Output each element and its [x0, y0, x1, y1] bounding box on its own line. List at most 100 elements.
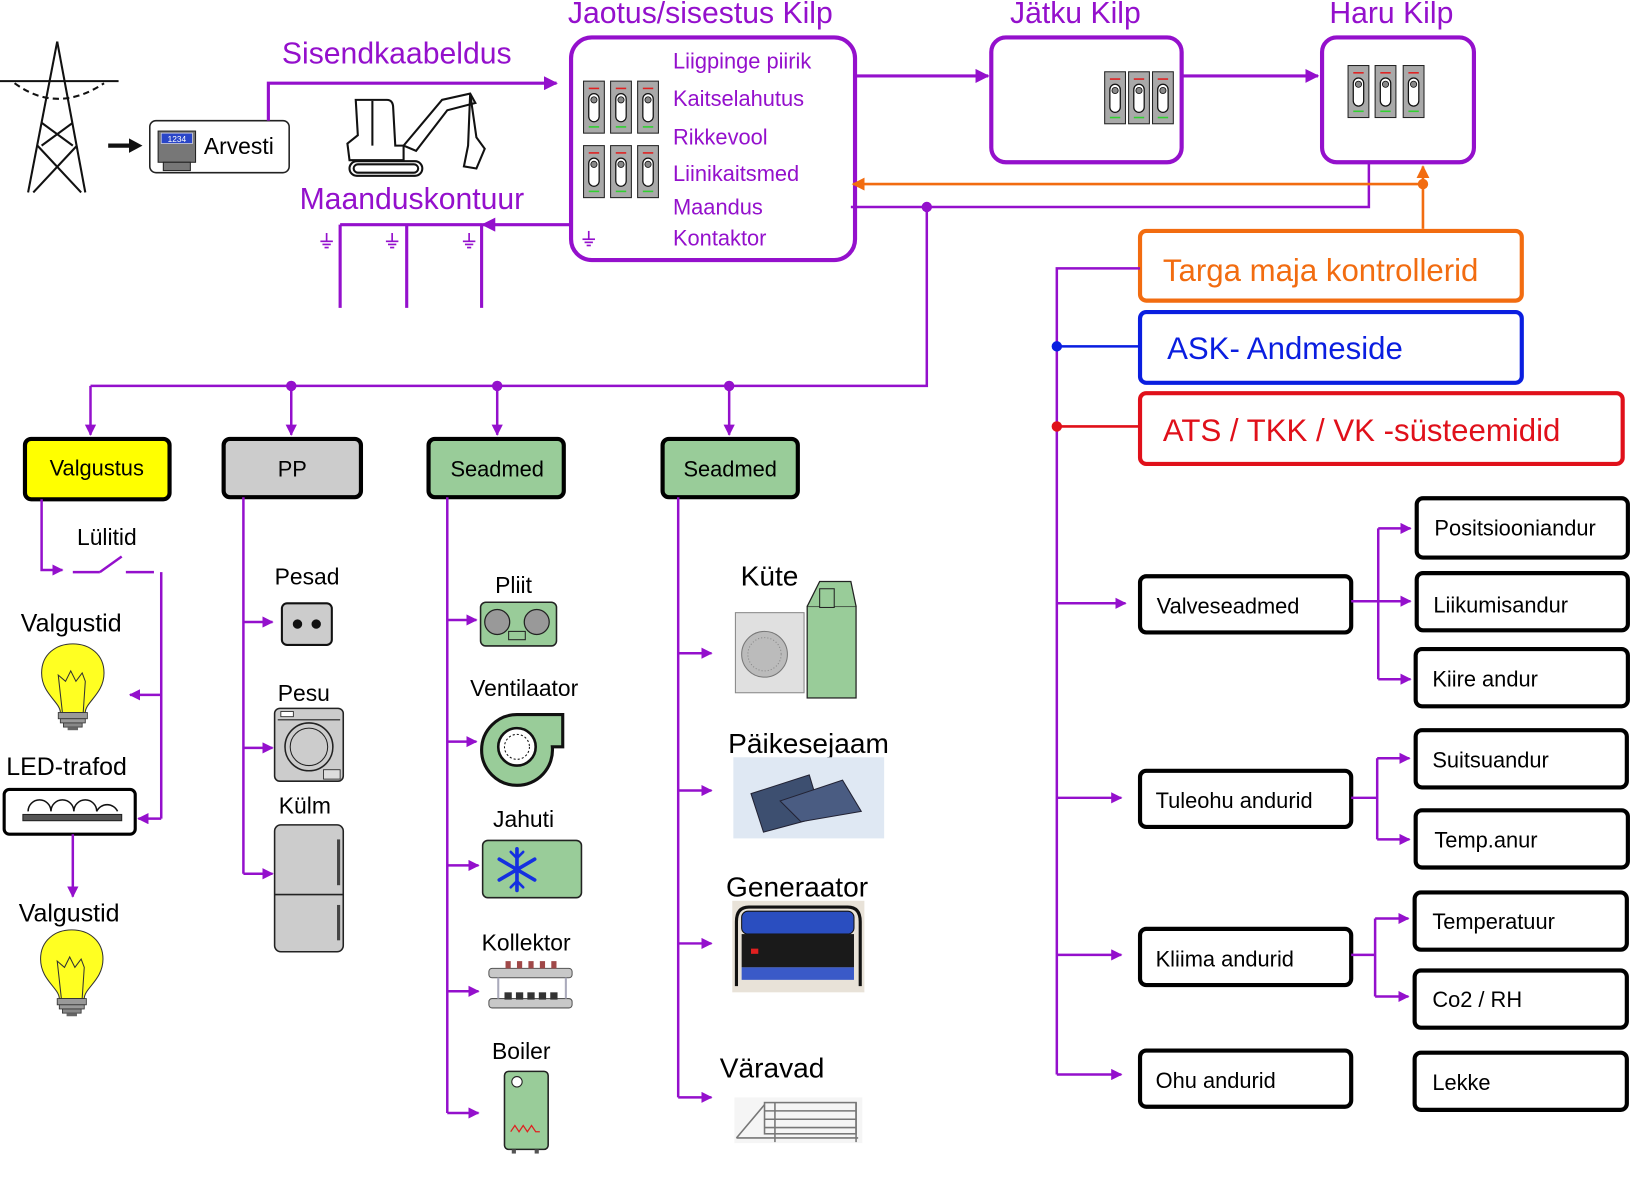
sensor-group-security[interactable]: Valveseadmed	[1137, 574, 1354, 635]
heat-pump-icon	[734, 580, 857, 699]
cooler-icon	[481, 839, 583, 899]
sensor-co2-rh[interactable]: Co2 / RH	[1412, 968, 1629, 1030]
circuit-sockets[interactable]: PP	[221, 436, 364, 500]
smart-home-controllers-box[interactable]: Targa maja kontrollerid	[1137, 228, 1524, 303]
ground-icon	[462, 232, 477, 249]
continuation-panel-title: Jätku Kilp	[1010, 0, 1141, 30]
breaker-icon	[1347, 64, 1370, 119]
sensor-label: Co2 / RH	[1432, 987, 1522, 1012]
sensor-label: Suitsuandur	[1432, 748, 1548, 773]
solar-panel-icon	[733, 757, 885, 839]
luminaires-label: Valgustid	[21, 609, 122, 637]
branch-panel-title: Haru Kilp	[1329, 0, 1453, 30]
junction-dot	[1051, 421, 1063, 432]
branch-panel[interactable]	[1319, 35, 1477, 165]
earthing-label: Maanduskontuur	[300, 183, 525, 216]
arrow-to-meter	[108, 138, 143, 153]
input-cable-line	[266, 76, 558, 121]
generator-icon	[732, 900, 865, 993]
main-panel-title: Jaotus/sisestus Kilp	[568, 0, 833, 30]
circuit-systems[interactable]: Seadmed	[660, 436, 800, 500]
switch-icon	[72, 555, 154, 574]
appliance-label: Külm	[279, 792, 331, 818]
sensor-beam[interactable]: Kiire andur	[1413, 646, 1630, 709]
sensor-smoke[interactable]: Suitsuandur	[1413, 728, 1629, 790]
sensor-label: Positsiooniandur	[1434, 516, 1595, 541]
breaker-icon	[582, 144, 606, 199]
fan-icon	[480, 713, 565, 787]
sensor-group-label: Ohu andurid	[1156, 1068, 1276, 1093]
appliance-label: Pliit	[495, 572, 533, 598]
return-line	[850, 162, 1371, 209]
junction-dot	[921, 201, 932, 213]
breaker-icon	[609, 144, 633, 199]
breaker-icon	[636, 80, 660, 134]
sensor-temperature[interactable]: Temperatuur	[1412, 890, 1629, 952]
breaker-icon	[609, 80, 633, 134]
system-label: Päikesejaam	[728, 728, 889, 759]
sensor-heat[interactable]: Temp.anur	[1413, 808, 1630, 870]
gate-icon	[734, 1097, 863, 1144]
appliance-label: Pesu	[278, 680, 330, 706]
breaker-icon	[636, 144, 660, 199]
sensor-group-fire[interactable]: Tuleohu andurid	[1137, 768, 1354, 830]
sensor-label: Lekke	[1432, 1070, 1490, 1095]
breaker-icon	[1127, 70, 1151, 125]
lighting-line	[40, 499, 64, 576]
system-label: Väravad	[720, 1053, 825, 1084]
circuit-lighting[interactable]: Valgustus	[22, 436, 172, 502]
data-comm-label: ASK- Andmeside	[1167, 331, 1403, 366]
sensor-group-label: Tuleohu andurid	[1156, 788, 1313, 813]
power-pylon-icon	[0, 41, 119, 194]
sensor-group-hazard[interactable]: Ohu andurid	[1137, 1048, 1354, 1109]
breaker-icon	[1103, 70, 1127, 125]
sensor-label: Liikumisandur	[1433, 593, 1568, 618]
ground-icon	[319, 232, 334, 249]
light-bulb-icon	[41, 643, 105, 731]
breaker-icon	[582, 80, 606, 134]
stove-icon	[479, 601, 558, 647]
appliance-label: Boiler	[492, 1038, 551, 1064]
distribution-bus	[90, 206, 929, 388]
panel-item: Liinikaitsmed	[673, 161, 799, 186]
main-panel[interactable]: Liigpinge piirik Kaitselahutus Rikkevool…	[568, 35, 858, 263]
circuit-label: Seadmed	[450, 456, 543, 481]
socket-icon	[280, 602, 333, 646]
system-label: Generaator	[726, 872, 868, 903]
circuit-appliances[interactable]: Seadmed	[426, 436, 566, 500]
smart-home-label: Targa maja kontrollerid	[1163, 253, 1478, 288]
ground-icon	[385, 232, 400, 249]
sensor-branch-line	[1351, 918, 1377, 997]
sensor-group-label: Valveseadmed	[1157, 594, 1300, 619]
sensor-branch-line	[1351, 528, 1380, 680]
sensor-position[interactable]: Positsiooniandur	[1414, 496, 1630, 560]
sensor-label: Temp.anur	[1434, 828, 1537, 853]
panel-item: Kontaktor	[673, 225, 766, 250]
boiler-icon	[503, 1070, 549, 1154]
switches-label: Lülitid	[77, 524, 137, 550]
energy-meter-icon: 1234	[157, 130, 197, 172]
fridge-icon	[273, 824, 345, 953]
circuit-label: Valgustus	[50, 455, 144, 480]
washing-machine-icon	[273, 707, 345, 782]
alarm-systems-box[interactable]: ATS / TKK / VK -süsteemidid	[1137, 391, 1625, 466]
meter-digits: 1234	[168, 134, 187, 144]
appliance-label: Ventilaator	[470, 675, 578, 701]
junction-dot	[1051, 341, 1063, 352]
sensor-group-climate[interactable]: Kliima andurid	[1137, 926, 1354, 988]
panel-item: Liigpinge piirik	[673, 49, 811, 74]
led-driver-icon	[2, 787, 137, 836]
sensor-motion[interactable]: Liikumisandur	[1414, 571, 1630, 633]
breaker-icon	[1374, 64, 1397, 119]
earthing-contour	[319, 217, 586, 308]
meter-label: Arvesti	[204, 133, 274, 159]
excavator-icon	[346, 92, 486, 177]
continuation-panel[interactable]	[989, 35, 1184, 165]
sensor-leak[interactable]: Lekke	[1412, 1050, 1629, 1112]
sensor-branch-line	[1351, 758, 1379, 840]
circuit-label: Seadmed	[683, 456, 776, 481]
junction-dot	[492, 380, 503, 392]
data-comm-box[interactable]: ASK- Andmeside	[1137, 309, 1524, 385]
junction-dot	[723, 380, 735, 392]
